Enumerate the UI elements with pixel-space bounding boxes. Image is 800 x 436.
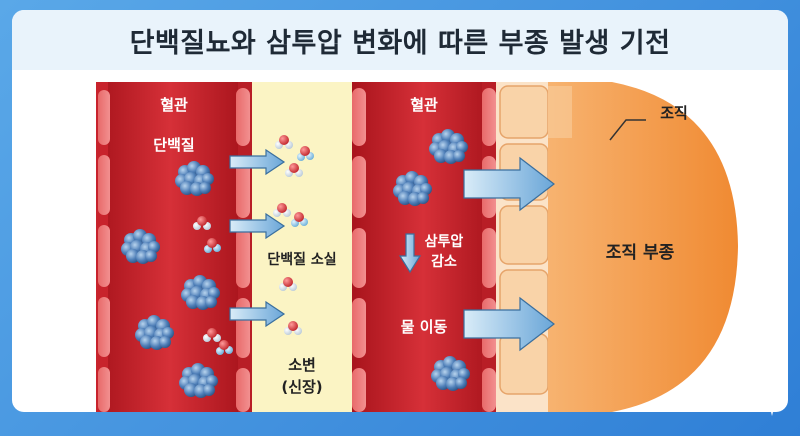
label-vessel-left: 혈관: [160, 96, 188, 114]
page-title: 단백질뇨와 삼투압 변화에 따른 부종 발생 기전: [129, 27, 671, 59]
urine-zone: [252, 82, 352, 412]
label-urine: 소변: [288, 356, 316, 374]
diagram-card: 단백질뇨와 삼투압 변화에 따른 부종 발생 기전: [12, 10, 788, 412]
arrow-protein-loss: [229, 148, 286, 328]
edema-bulge: [548, 82, 738, 412]
edema-diagram: 혈관 단백질 단백질 소실 소변 (신장) 혈관 삼투압 감소 물 이동 조직 …: [96, 82, 738, 412]
label-vessel-right: 혈관: [410, 96, 438, 114]
label-edema: 조직 부종: [606, 243, 675, 263]
label-decrease: 감소: [431, 253, 457, 270]
arrow-water-move: [463, 156, 555, 352]
title-bar: 단백질뇨와 삼투압 변화에 따른 부종 발생 기전: [12, 10, 788, 70]
label-protein-loss: 단백질 소실: [267, 251, 336, 268]
label-tissue: 조직: [660, 104, 688, 122]
label-osmotic: 삼투압: [425, 234, 464, 250]
tissue-leader-line: [609, 119, 646, 141]
label-kidney: (신장): [281, 378, 322, 396]
left-vessel: [96, 82, 252, 412]
label-water-move: 물 이동: [401, 318, 448, 336]
arrow-down-osmotic: [398, 233, 422, 274]
tissue-region: [496, 82, 738, 412]
label-protein: 단백질: [153, 136, 194, 154]
sparkle-icon: [763, 398, 781, 416]
